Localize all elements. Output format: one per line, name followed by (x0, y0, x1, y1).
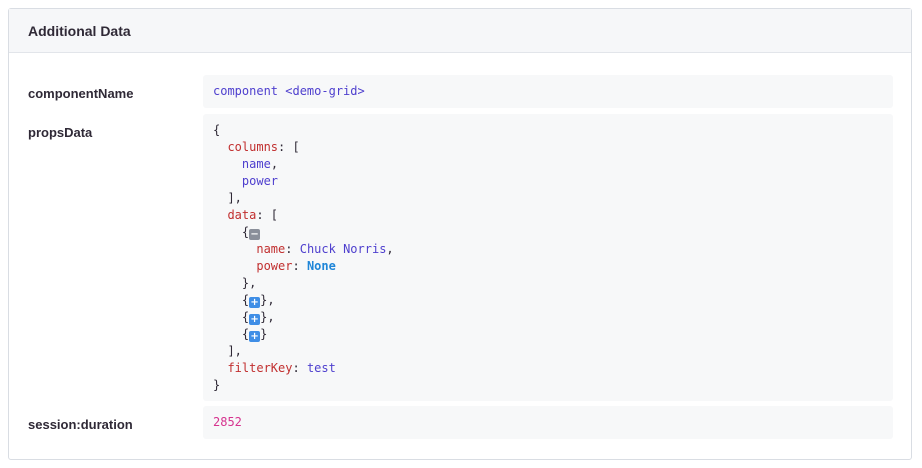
component-name-label: componentName (28, 86, 134, 101)
filter-value: test (306, 361, 336, 375)
props-open-brace: { (213, 123, 221, 137)
columns-item: power (241, 174, 279, 188)
panel-title: Additional Data (28, 22, 131, 39)
props-data-value-box: { columns: [ name, power ], data: [ {− n… (203, 114, 893, 401)
component-name-value: component <demo-grid> (213, 84, 365, 98)
filter-key: filterKey (227, 361, 293, 375)
data-item-power-value: None (306, 259, 336, 273)
data-key: data (227, 208, 257, 222)
columns-key: columns (227, 140, 279, 154)
data-item-name-key: name (256, 242, 286, 256)
columns-item: name (241, 157, 271, 171)
plus-toggle-icon[interactable]: + (249, 331, 261, 342)
component-name-value-box: component <demo-grid> (203, 75, 893, 108)
minus-toggle-icon[interactable]: − (249, 229, 261, 240)
plus-toggle-icon[interactable]: + (249, 314, 261, 325)
panel-header: Additional Data (9, 9, 911, 53)
data-item-name-value: Chuck Norris (299, 242, 387, 256)
plus-toggle-icon[interactable]: + (249, 297, 261, 308)
additional-data-panel: Additional Data componentName component … (8, 8, 912, 460)
session-duration-value-box: 2852 (203, 406, 893, 439)
session-duration-label: session:duration (28, 417, 133, 432)
props-data-label: propsData (28, 125, 93, 140)
session-duration-value: 2852 (213, 415, 242, 429)
data-item-power-key: power (256, 259, 293, 273)
props-close-brace: } (213, 378, 221, 392)
